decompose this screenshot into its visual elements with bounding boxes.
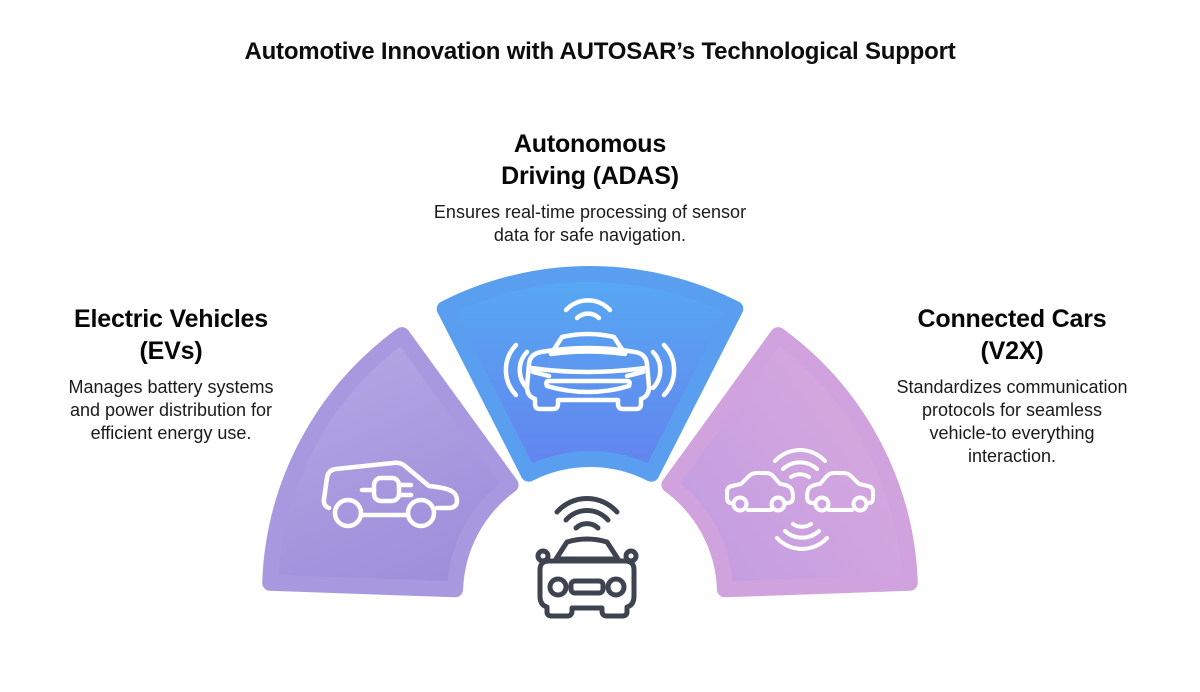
heading-line: (EVs) — [139, 337, 203, 365]
wifi-waves-icon — [775, 522, 829, 551]
connected-car-icon — [535, 496, 639, 619]
segment-v2x-heading: Connected Cars (V2X) — [862, 303, 1162, 367]
wifi-waves-icon — [563, 298, 613, 321]
segment-adas-heading: Autonomous Driving (ADAS) — [355, 128, 825, 192]
description-line: interaction. — [967, 446, 1057, 466]
segment-ev-description: Manages battery systems and power distri… — [21, 376, 321, 445]
segment-ev-text: Electric Vehicles (EVs) Manages battery … — [21, 303, 321, 445]
wifi-waves-icon — [554, 496, 620, 531]
heading-line: Autonomous — [513, 130, 667, 158]
description-line: data for safe navigation. — [493, 225, 687, 245]
segment-ev-heading: Electric Vehicles (EVs) — [21, 303, 321, 367]
description-line: protocols for seamless — [921, 400, 1103, 420]
plug-icon — [359, 475, 414, 504]
description-line: Manages battery systems — [68, 377, 274, 397]
heading-line: Driving (ADAS) — [501, 162, 679, 190]
description-line: efficient energy use. — [90, 423, 252, 443]
segment-v2x-text: Connected Cars (V2X) Standardizes commun… — [862, 303, 1162, 468]
description-line: vehicle-to everything — [929, 423, 1095, 443]
description-line: Ensures real-time processing of sensor — [433, 202, 747, 222]
segment-v2x — [661, 327, 918, 598]
description-line: and power distribution for — [69, 400, 273, 420]
heading-line: Electric Vehicles — [74, 305, 268, 333]
page-title: Automotive Innovation with AUTOSAR’s Tec… — [244, 38, 956, 65]
ev-car-icon — [321, 460, 460, 529]
wifi-waves-icon — [773, 448, 827, 479]
segment-v2x-description: Standardizes communication protocols for… — [862, 376, 1162, 468]
radar-waves-icon — [503, 342, 677, 398]
segment-adas-description: Ensures real-time processing of sensor d… — [355, 201, 825, 247]
description-line: Standardizes communication — [896, 377, 1128, 397]
heading-line: (V2X) — [980, 337, 1044, 365]
adas-car-icon — [503, 298, 677, 412]
v2x-cars-icon — [725, 448, 875, 551]
segment-adas-text: Autonomous Driving (ADAS) Ensures real-t… — [355, 128, 825, 247]
heading-line: Connected Cars — [917, 305, 1107, 333]
